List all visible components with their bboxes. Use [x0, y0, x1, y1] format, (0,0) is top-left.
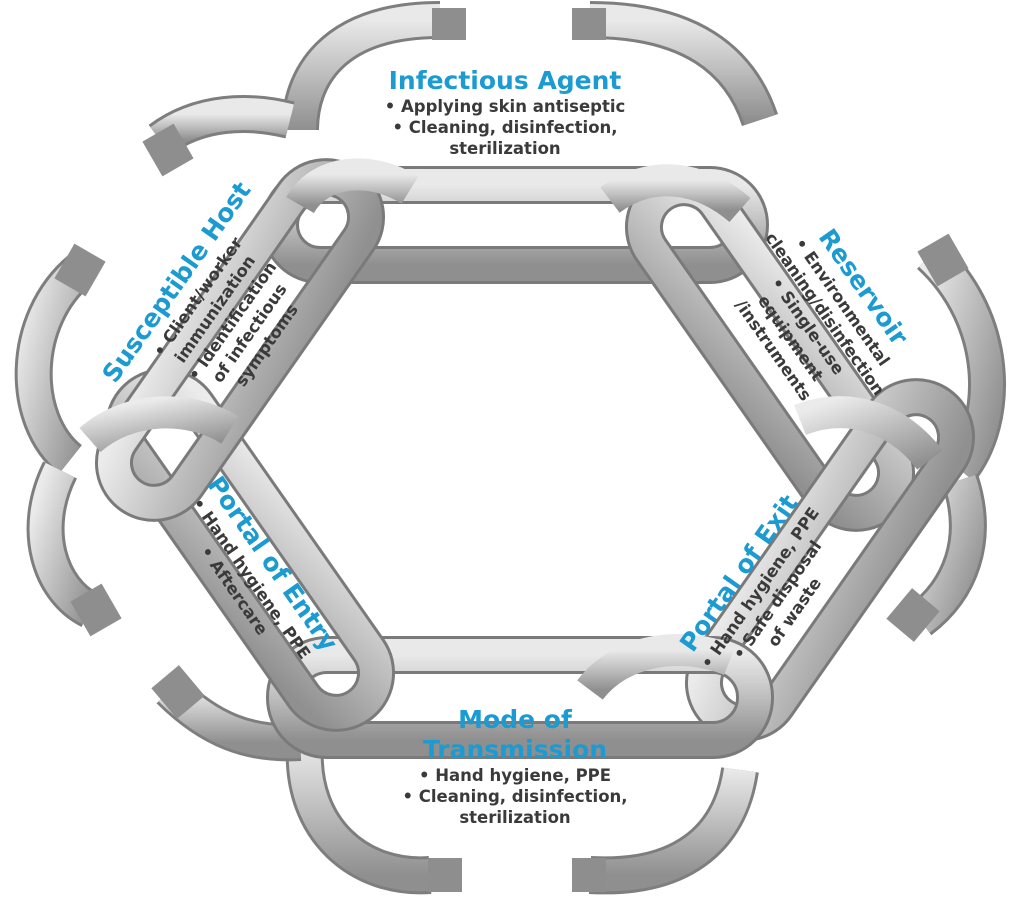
- infectious-agent-title: Infectious Agent: [388, 66, 622, 95]
- bullet-item-continuation: sterilization: [459, 808, 571, 827]
- cut-end-icon: [886, 588, 940, 642]
- bullet-item: Cleaning, disinfection,: [380, 786, 650, 807]
- bullet-item: Hand hygiene, PPE: [380, 765, 650, 786]
- cut-end-icon: [54, 243, 106, 297]
- bullet-item: Applying skin antiseptic: [375, 96, 635, 117]
- cut-end-icon: [572, 858, 606, 892]
- broken-link-bottom: [285, 743, 759, 895]
- cut-end-icon: [572, 8, 606, 40]
- mode-of-transmission-title-line2: Transmission: [422, 735, 608, 764]
- mode-of-transmission-title: Mode of: [458, 705, 572, 734]
- broken-link-top: [281, 1, 779, 131]
- mode-of-transmission-label: Mode of Transmission Hand hygiene, PPE C…: [380, 705, 650, 828]
- infectious-agent-label: Infectious Agent Applying skin antisepti…: [375, 66, 635, 159]
- bullet-item: Cleaning, disinfection,: [375, 117, 635, 138]
- broken-link-left: [14, 95, 302, 762]
- cut-end-icon: [142, 123, 194, 177]
- cut-end-icon: [428, 858, 462, 892]
- cut-end-icon: [70, 583, 122, 637]
- cut-end-icon: [151, 665, 205, 719]
- bullet-item-continuation: sterilization: [449, 139, 561, 158]
- cut-end-icon: [432, 8, 466, 40]
- cut-end-icon: [917, 233, 969, 287]
